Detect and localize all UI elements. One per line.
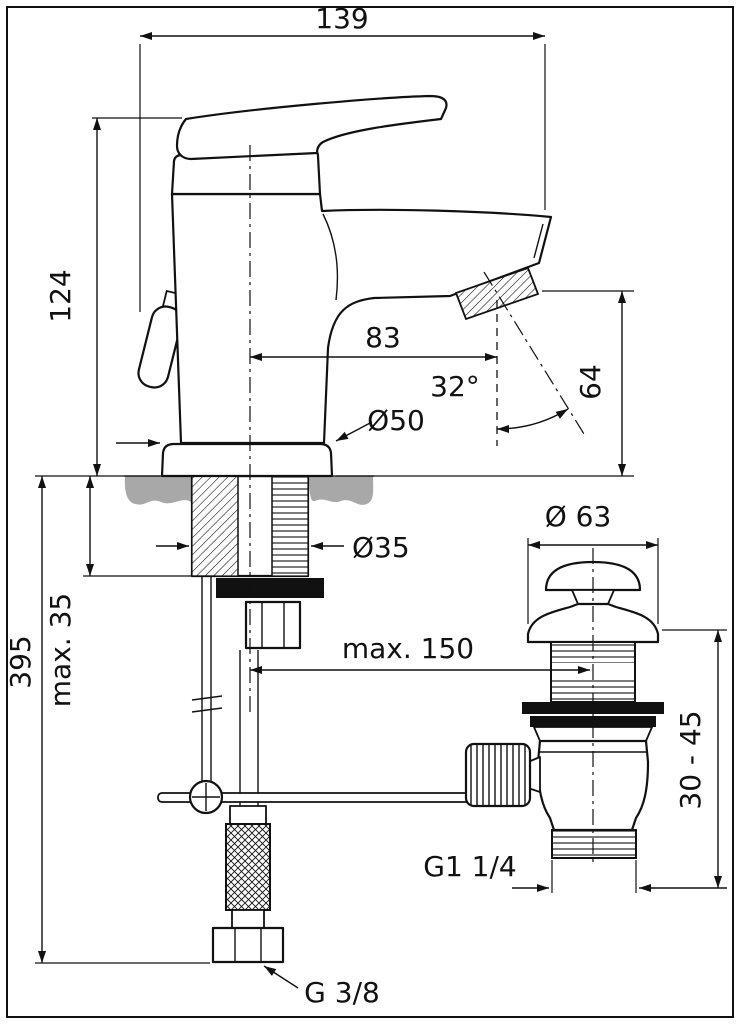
dim-spout-reach: 83 (250, 321, 497, 361)
faucet-lever-handle (175, 94, 448, 161)
faucet-base (160, 442, 334, 478)
dim-outlet-height-label: 64 (574, 364, 607, 400)
shank-threads (271, 475, 309, 577)
rod-break-mark (191, 695, 223, 701)
spout-tip-line (533, 223, 544, 259)
side-lever-knob (137, 305, 183, 389)
dim-total-height-label: 395 (4, 635, 37, 688)
shank-section-hatch (191, 475, 239, 577)
dim-outlet-height: 64 (336, 290, 634, 477)
leader-line (263, 965, 299, 989)
deck-section-left (124, 476, 191, 505)
dim-max-deck-thickness-label: max. 35 (44, 593, 77, 707)
aerator (454, 266, 540, 321)
dim-base-diameter-label: Ø50 (367, 404, 425, 437)
under-deck-assembly (157, 474, 471, 964)
faucet-body-spout (170, 192, 553, 445)
dim-height-above-deck: 124 (35, 117, 182, 477)
spout-blend-line (322, 213, 339, 301)
dim-waste-adjust-range-label: 30 - 45 (674, 710, 707, 809)
waste-tailpiece (551, 829, 637, 859)
dim-max-deck-thickness: max. 35 (44, 476, 216, 707)
knurled-adjuster (464, 742, 532, 808)
dim-waste-adjust-range: 30 - 45 (662, 629, 727, 888)
reference-lines (249, 145, 594, 866)
dim-base-diameter: Ø50 (116, 404, 425, 447)
dim-spray-angle-label: 32° (430, 370, 480, 403)
faucet (137, 94, 553, 478)
dim-max-waste-distance-label: max. 150 (342, 632, 474, 665)
waste-flange (526, 602, 660, 644)
dim-waste-flange-diameter-label: Ø 63 (545, 500, 612, 533)
dim-hole-diameter-label: Ø35 (352, 531, 410, 564)
leader-line (335, 421, 373, 442)
deck-section-right (309, 476, 374, 505)
dim-overall-depth-label: 139 (315, 2, 368, 35)
dim-height-label: 124 (44, 269, 77, 322)
rod-break-mark (191, 707, 223, 713)
dim-waste-flange-diameter: Ø 63 (527, 500, 659, 624)
dim-waste-thread: G1 1/4 (423, 850, 727, 893)
dim-hole-diameter: Ø35 (156, 531, 410, 564)
hose-collar (231, 909, 265, 929)
dim-waste-thread-label: G1 1/4 (423, 850, 516, 883)
dim-total-height: 395 (4, 476, 210, 964)
hose-crimp-collar (229, 805, 267, 825)
mounting-nut (244, 600, 302, 650)
angle-arc (496, 408, 569, 434)
popup-waste (464, 560, 664, 859)
braided-hose (225, 823, 271, 911)
label-supply-thread: G 3/8 (263, 965, 380, 1009)
dimensions: 139 124 83 32° 64 Ø50 (4, 2, 727, 1009)
hose-nut (211, 926, 285, 964)
dim-spout-reach-label: 83 (365, 321, 401, 354)
dim-overall-depth: 139 (139, 2, 546, 312)
border-frame (6, 6, 734, 1018)
waste-seal (530, 716, 656, 727)
dim-supply-thread-label: G 3/8 (304, 976, 380, 1009)
dim-max-waste-distance: max. 150 (250, 632, 590, 674)
mounting-washer (216, 578, 324, 598)
spray-axis-line (483, 271, 585, 435)
